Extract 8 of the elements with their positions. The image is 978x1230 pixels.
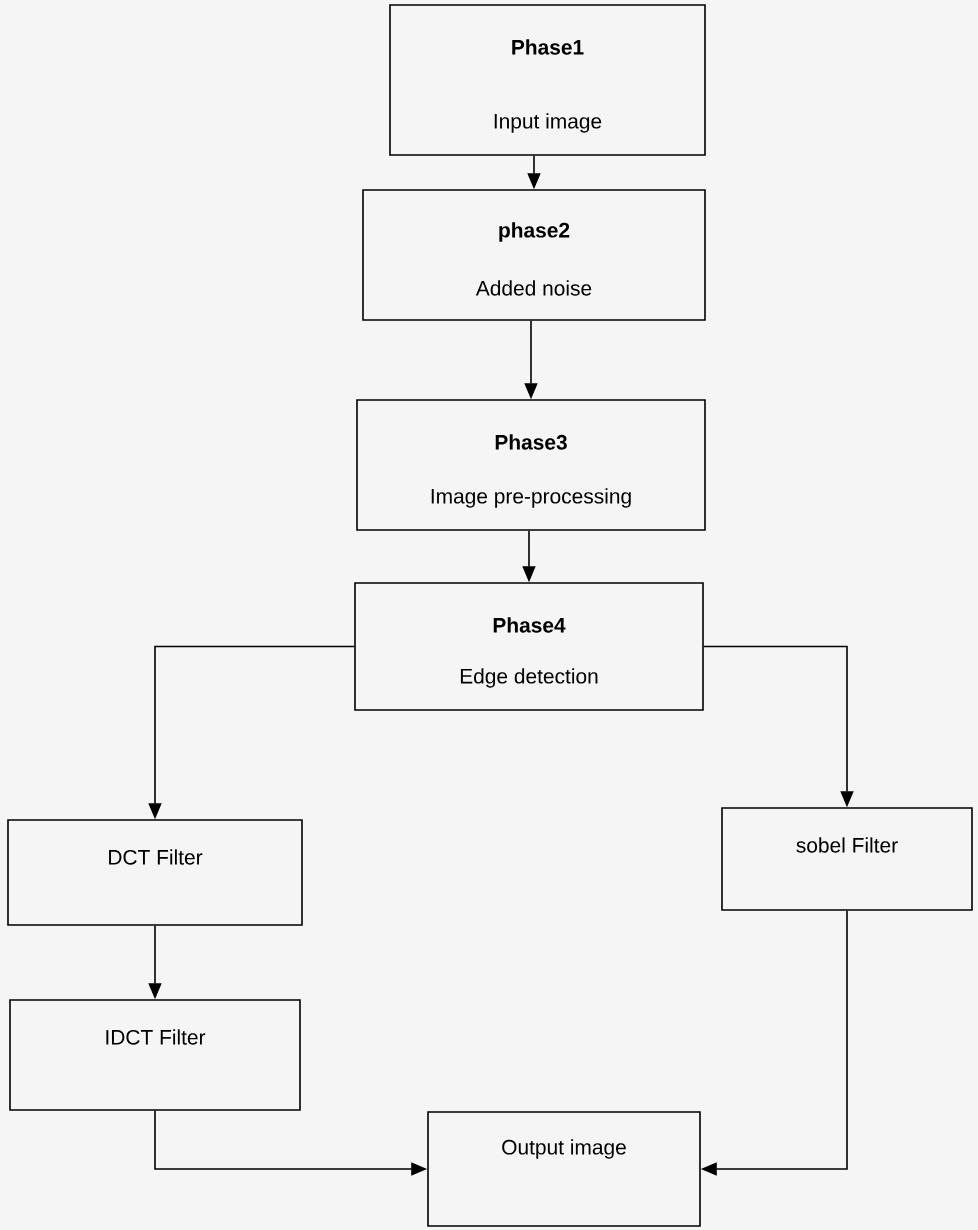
process-box: sobel Filter [721,807,973,911]
process-box: Output image [427,1111,701,1227]
process-box: Phase3 Image pre-processing [356,399,706,531]
process-box: Phase4 Edge detection [354,582,704,711]
process-box: IDCT Filter [9,999,301,1111]
process-box: phase2 Added noise [362,189,706,321]
process-box: DCT Filter [7,819,303,926]
process-box: Phase1 Input image [389,4,706,156]
